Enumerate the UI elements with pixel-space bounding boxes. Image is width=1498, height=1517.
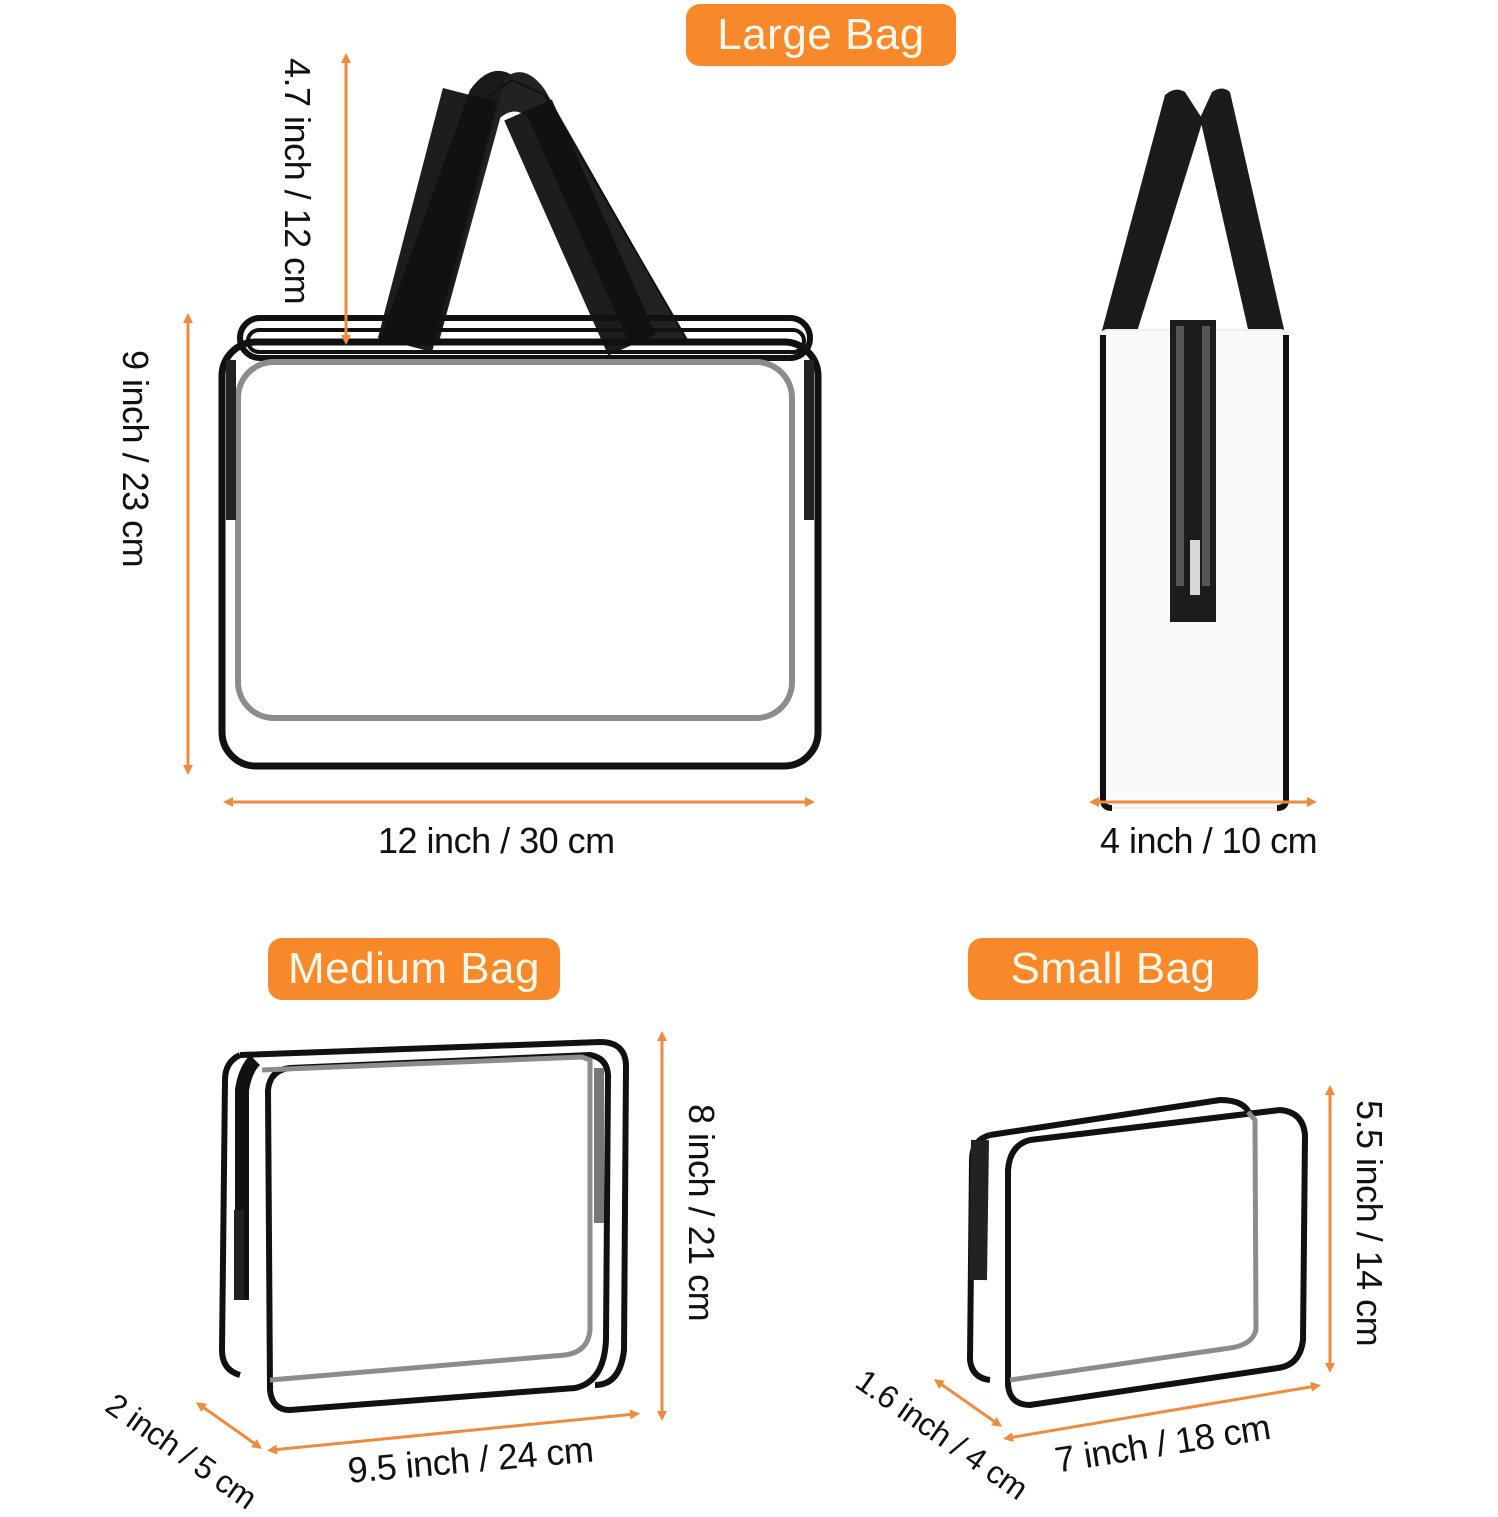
large-handle-height-dimension: 4.7 inch / 12 cm [277, 58, 318, 305]
small-bag-label: Small Bag [968, 938, 1258, 1000]
large-bag-side [1099, 88, 1289, 811]
large-height-dimension: 9 inch / 23 cm [115, 350, 156, 568]
dimension-arrows [183, 53, 1335, 1455]
medium-height-dimension: 8 inch / 21 cm [681, 1104, 722, 1322]
small-height-dimension: 5.5 inch / 14 cm [1349, 1100, 1390, 1347]
medium-bag [218, 1038, 630, 1414]
medium-bag-label: Medium Bag [268, 938, 560, 1000]
large-bag-front [218, 70, 822, 770]
large-bag-label: Large Bag [686, 4, 956, 66]
large-width-dimension: 12 inch / 30 cm [378, 820, 615, 861]
small-bag [966, 1096, 1309, 1409]
large-depth-dimension: 4 inch / 10 cm [1100, 820, 1318, 861]
